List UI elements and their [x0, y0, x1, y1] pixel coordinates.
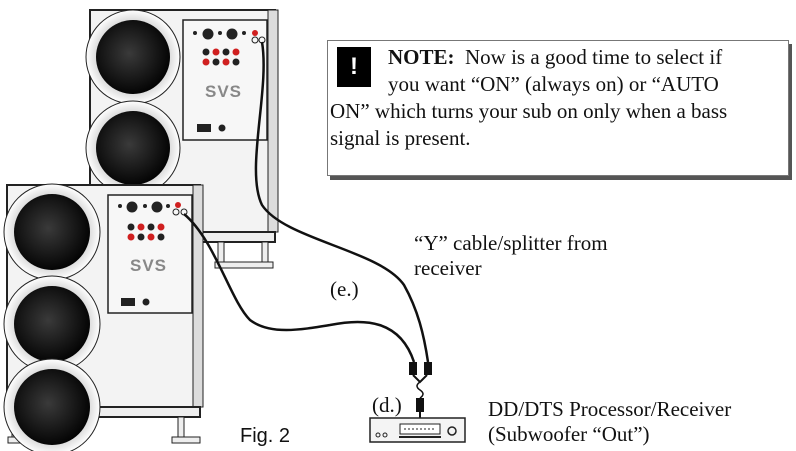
- receiver-device: [369, 417, 466, 443]
- cable-to-back-sub: [254, 41, 430, 363]
- amp-panel-front: [107, 194, 193, 314]
- processor-label-line2: (Subwoofer “Out”): [488, 422, 650, 446]
- step-e-label: (e.): [330, 277, 359, 301]
- woofer-front-3: [3, 358, 101, 451]
- amp-panel-back: [182, 19, 268, 141]
- woofer-front-2: [3, 275, 101, 373]
- y-splitter-connector: [409, 362, 432, 420]
- note-callout: ! NOTE: Now is a good time to select if …: [327, 40, 789, 176]
- note-heading: NOTE:: [388, 45, 455, 69]
- note-text: NOTE: Now is a good time to select if yo…: [328, 41, 788, 175]
- woofer-back-1: [85, 9, 181, 105]
- note-line-2: you want “ON” (always on) or “AUTO: [388, 72, 719, 96]
- figure-caption: Fig. 2: [240, 425, 291, 447]
- exclamation-icon: !: [337, 47, 371, 87]
- note-line-4: signal is present.: [330, 126, 471, 150]
- splitter-label-line1: “Y” cable/splitter from: [414, 231, 608, 255]
- woofer-back-2: [85, 100, 181, 196]
- note-line-3: ON” which turns your sub on only when a …: [330, 99, 728, 123]
- svs-logo-front: SVS: [130, 256, 168, 275]
- cable-to-front-sub: [183, 213, 416, 363]
- woofer-front-1: [3, 183, 101, 281]
- processor-label-line1: DD/DTS Processor/Receiver: [488, 397, 732, 421]
- note-line-1: NOTE: Now is a good time to select if: [388, 45, 723, 69]
- subwoofer-front: [3, 183, 204, 451]
- splitter-label-line2: receiver: [414, 256, 482, 280]
- svs-logo-back: SVS: [205, 82, 243, 101]
- step-d-label: (d.): [372, 393, 402, 417]
